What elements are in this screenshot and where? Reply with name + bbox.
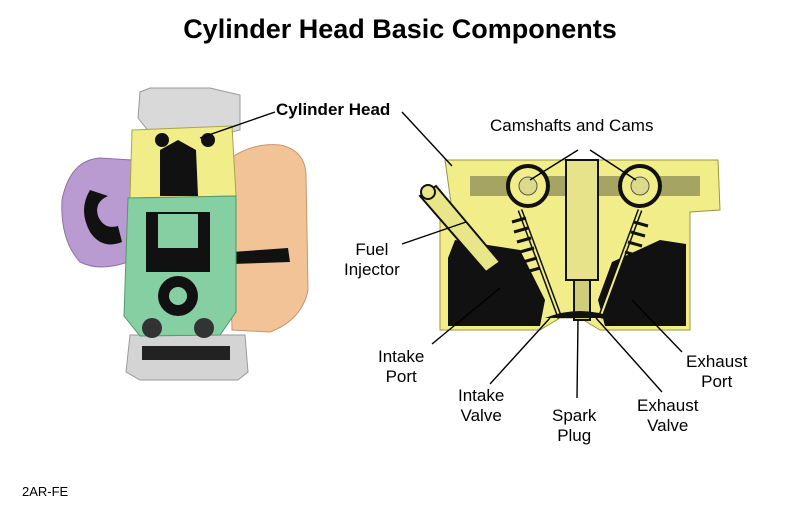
label-intake-valve-line2: Valve bbox=[460, 406, 502, 425]
label-spark-plug-line1: Spark bbox=[552, 406, 597, 425]
exhaust-valve-assembly bbox=[597, 209, 649, 319]
leader-exhaust-port bbox=[631, 299, 683, 353]
label-exhaust-port: Exhaust Port bbox=[686, 352, 747, 392]
label-exhaust-port-line2: Port bbox=[701, 372, 733, 391]
label-fuel-injector-line2: Injector bbox=[344, 260, 400, 279]
intake-valve-assembly bbox=[511, 209, 563, 319]
engine-code-footer: 2AR-FE bbox=[22, 484, 69, 499]
label-exhaust-valve: Exhaust Valve bbox=[637, 396, 698, 436]
leader-intake-valve bbox=[489, 317, 551, 385]
leader-camshaft-intake bbox=[529, 149, 579, 181]
label-intake-port-line1: Intake bbox=[378, 347, 425, 366]
page-title: Cylinder Head Basic Components bbox=[183, 14, 617, 44]
label-exhaust-port-line1: Exhaust bbox=[686, 352, 748, 371]
leader-fuel-injector bbox=[401, 221, 467, 245]
engine-cutaway-illustration bbox=[61, 87, 309, 381]
leader-camshaft-exhaust bbox=[589, 149, 637, 181]
label-intake-valve: Intake Valve bbox=[458, 386, 504, 426]
spark-plug-tube bbox=[565, 159, 599, 281]
callout-leaders bbox=[199, 111, 683, 399]
intake-port-cavity bbox=[448, 240, 545, 326]
leader-cylinder-head-left bbox=[199, 111, 276, 139]
label-exhaust-valve-line2: Valve bbox=[647, 416, 689, 435]
label-spark-plug-line2: Plug bbox=[557, 426, 592, 445]
label-intake-port: Intake Port bbox=[378, 347, 424, 387]
label-camshafts-and-cams: Camshafts and Cams bbox=[490, 116, 654, 135]
label-fuel-injector-line1: Fuel bbox=[355, 240, 389, 259]
leader-exhaust-valve bbox=[595, 317, 663, 393]
label-intake-valve-line1: Intake bbox=[458, 386, 505, 405]
valve-cover bbox=[137, 87, 241, 136]
exhaust-manifold bbox=[227, 144, 309, 333]
label-fuel-injector: Fuel Injector bbox=[344, 240, 400, 280]
leader-cylinder-head-right bbox=[401, 111, 453, 167]
combustion-chamber bbox=[545, 311, 615, 318]
label-intake-port-line2: Port bbox=[385, 367, 417, 386]
leader-intake-port bbox=[431, 287, 501, 345]
label-cylinder-head: Cylinder Head bbox=[276, 100, 391, 119]
cylinder-head-cross-section bbox=[418, 159, 721, 331]
label-spark-plug: Spark Plug bbox=[552, 406, 596, 446]
leader-spark-plug bbox=[576, 319, 579, 399]
label-exhaust-valve-line1: Exhaust bbox=[637, 396, 699, 415]
